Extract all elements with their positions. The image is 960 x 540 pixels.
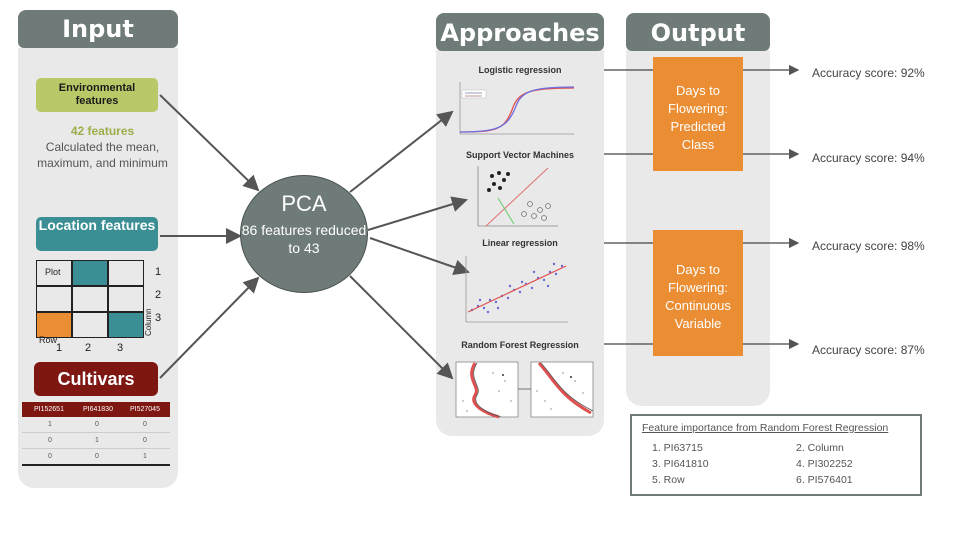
pca-title: PCA [281, 191, 327, 216]
cultivar-table: 1 0 0 0 1 0 0 0 1 [22, 418, 170, 468]
table-cell: 0 [95, 421, 99, 428]
table-cell: 1 [95, 437, 99, 444]
grid-cell [108, 260, 144, 286]
grid-row-label: Row [39, 335, 58, 345]
grid-cell [36, 260, 72, 286]
environmental-description: Calculated the mean, maximum, and minimu… [37, 140, 168, 170]
method-label: Logistic regression [478, 65, 562, 75]
output-continuous-box: Days to Flowering: Continuous Variable [653, 230, 743, 356]
table-cell: 0 [143, 437, 147, 444]
grid-cell [108, 312, 144, 338]
arrow-pca-to-linear [369, 237, 470, 275]
output-header: Output [626, 13, 770, 51]
svm-plot [477, 166, 558, 227]
arrow-cult-to-pca [159, 276, 260, 379]
feature-importance-box: Feature importance from Random Forest Re… [630, 414, 922, 496]
grid-cell [72, 260, 108, 286]
approaches-header: Approaches [436, 13, 604, 51]
grid-row-number: 2 [85, 342, 92, 354]
environmental-feature-count: 42 features [70, 124, 135, 138]
table-cell: 0 [143, 421, 147, 428]
cultivar-header: PI527045 [130, 406, 160, 413]
accuracy-score: Accuracy score: 94% [812, 151, 925, 165]
feature-importance-item: 5. Row [652, 474, 685, 486]
grid-col-number: 3 [155, 312, 162, 324]
cultivar-header: PI641830 [83, 406, 113, 413]
method-label: Support Vector Machines [465, 150, 575, 160]
grid-cell [72, 286, 108, 312]
linear-regression-plot [465, 256, 568, 323]
grid-col-number: 1 [155, 266, 162, 278]
feature-importance-item: 3. PI641810 [652, 458, 709, 470]
output-predicted-class-box: Days to Flowering: Predicted Class [653, 57, 743, 171]
arrow-pca-to-rf [349, 275, 454, 380]
feature-importance-item: 1. PI63715 [652, 442, 703, 454]
cultivars-box: Cultivars [34, 362, 158, 396]
grid-cell [36, 312, 72, 338]
method-label: Random Forest Regression [461, 340, 579, 350]
grid-row-number: 3 [117, 342, 124, 354]
grid-column-label: Column [144, 308, 153, 336]
random-forest-plot [455, 361, 594, 419]
table-cell: 1 [48, 421, 52, 428]
table-cell: 1 [143, 453, 147, 460]
feature-importance-item: 4. PI302252 [796, 458, 853, 470]
accuracy-score: Accuracy score: 87% [812, 343, 925, 357]
arrow-env-to-pca [159, 94, 260, 192]
grid-col-number: 2 [155, 289, 162, 301]
arrow-pca-to-logistic [349, 110, 454, 193]
location-grid: Plot 1 2 3 Column Row 1 2 3 [36, 260, 166, 355]
environmental-features-box: Environmental features [36, 78, 158, 112]
pca-subtitle: 86 features reduced to 43 [241, 222, 367, 256]
input-header: Input [18, 10, 178, 48]
pca-node: PCA 86 features reduced to 43 [240, 175, 368, 293]
table-cell: 0 [48, 453, 52, 460]
cultivar-header-bar: PI152651 PI641830 PI527045 [22, 402, 170, 417]
location-features-box: Location features [36, 217, 158, 251]
grid-plot-label: Plot [45, 267, 61, 277]
arrow-pca-to-svm [367, 196, 468, 231]
accuracy-score: Accuracy score: 92% [812, 66, 925, 80]
grid-cell [72, 312, 108, 338]
accuracy-score: Accuracy score: 98% [812, 239, 925, 253]
logistic-regression-plot [459, 82, 575, 135]
table-cell: 0 [95, 453, 99, 460]
table-cell: 0 [48, 437, 52, 444]
cultivar-header: PI152651 [34, 406, 64, 413]
feature-importance-item: 6. PI576401 [796, 474, 853, 486]
grid-cell [36, 286, 72, 312]
grid-row-number: 1 [56, 342, 63, 354]
method-label: Linear regression [482, 238, 558, 248]
grid-cell [108, 286, 144, 312]
feature-importance-item: 2. Column [796, 442, 844, 454]
feature-importance-title: Feature importance from Random Forest Re… [642, 422, 889, 434]
